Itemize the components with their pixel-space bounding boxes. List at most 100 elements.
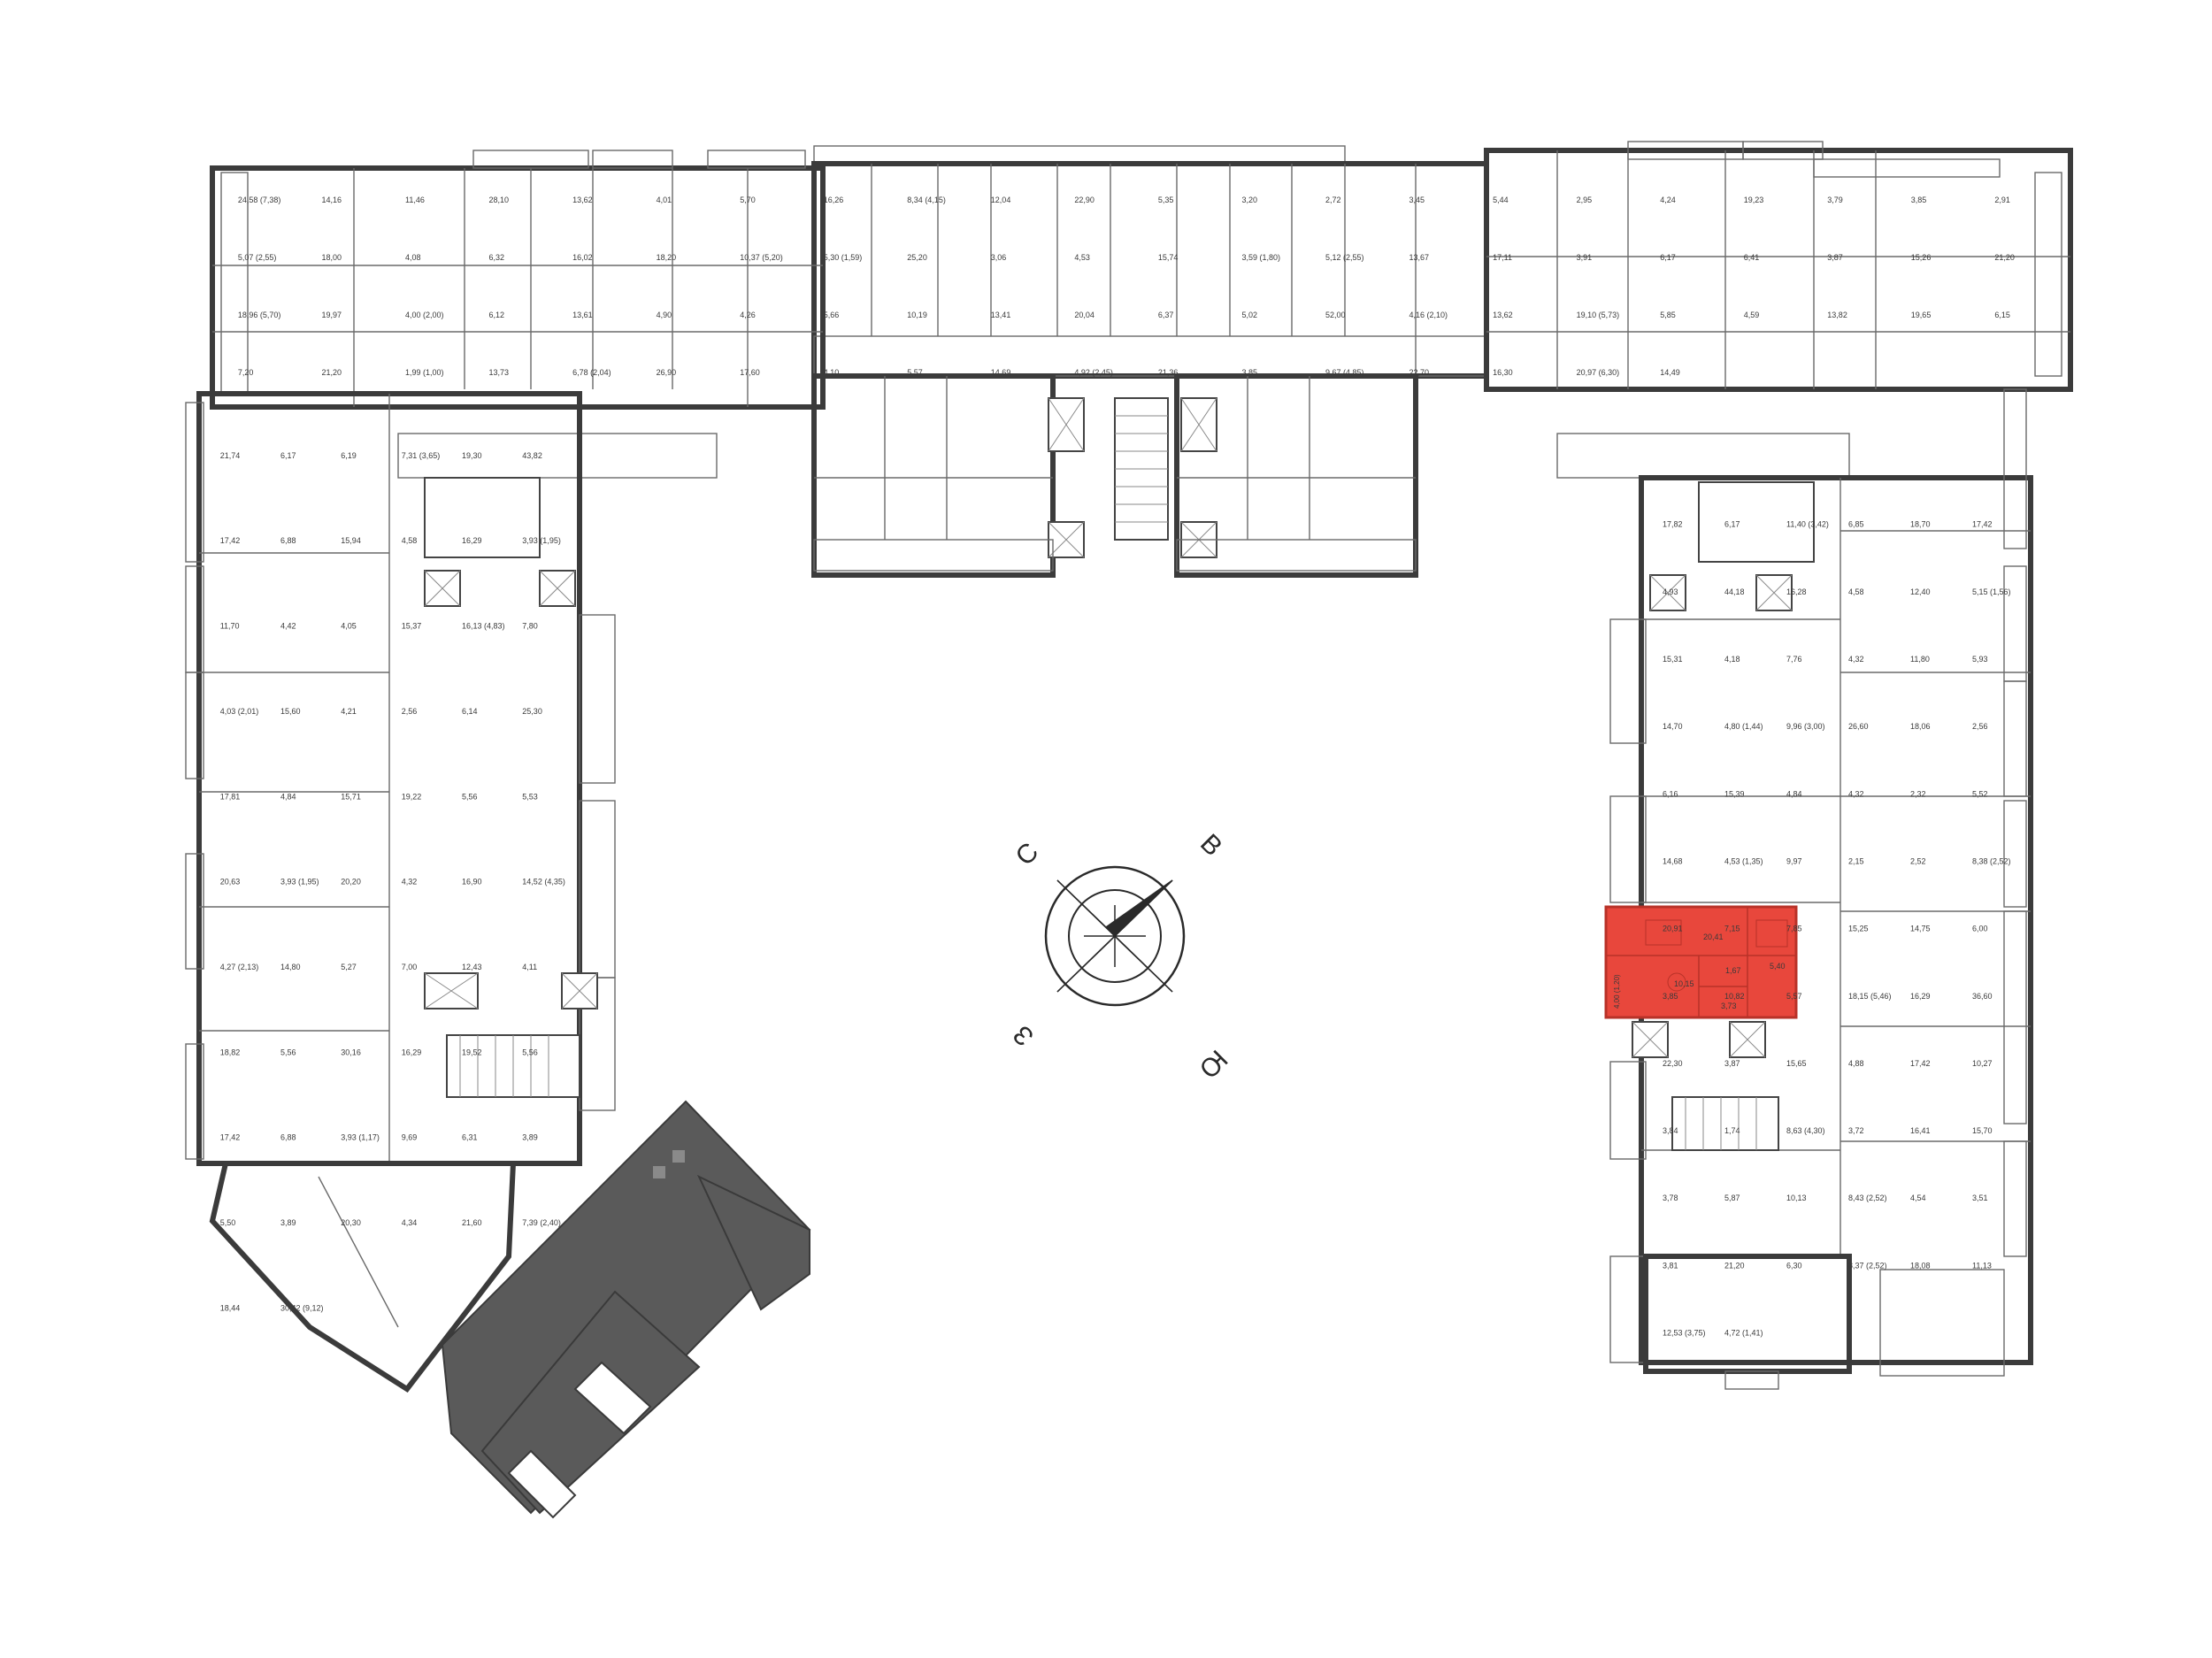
room-label-left-6: 17,42 <box>220 536 241 545</box>
room-label-left-34: 16,90 <box>462 878 482 887</box>
room-label-left-4: 19,30 <box>462 451 482 460</box>
room-label-right-42: 3,85 <box>1663 992 1678 1001</box>
room-label-top-18: 19,23 <box>1744 196 1764 204</box>
room-label-right-43: 10,82 <box>1724 992 1745 1001</box>
room-label-top-7: 16,26 <box>824 196 844 204</box>
room-label-left-18: 4,03 (2,01) <box>220 707 259 716</box>
room-label-top-68: 1,99 (1,00) <box>405 368 444 377</box>
room-label-left-58: 21,60 <box>462 1218 482 1227</box>
room-label-top-48: 13,61 <box>572 311 593 319</box>
room-label-top-41: 3,87 <box>1827 253 1843 262</box>
room-label-right-31: 4,53 (1,35) <box>1724 857 1763 866</box>
room-label-top-75: 14,69 <box>991 368 1011 377</box>
room-label-top-14: 3,45 <box>1409 196 1425 204</box>
room-label-right-67: 21,20 <box>1724 1261 1745 1270</box>
room-label-right-2: 11,40 (3,42) <box>1786 520 1829 529</box>
room-label-right-12: 15,31 <box>1663 655 1683 664</box>
room-label-left-51: 9,69 <box>402 1133 418 1142</box>
room-label-top-59: 13,62 <box>1493 311 1513 319</box>
room-label-top-0: 24,58 (7,38) <box>238 196 281 204</box>
room-label-top-82: 20,97 (6,30) <box>1577 368 1620 377</box>
room-label-top-54: 20,04 <box>1074 311 1094 319</box>
room-label-top-61: 5,85 <box>1660 311 1676 319</box>
room-label-top-24: 4,08 <box>405 253 421 262</box>
room-label-right-16: 11,80 <box>1910 655 1930 664</box>
room-label-right-33: 2,15 <box>1848 857 1864 866</box>
room-label-top-50: 4,26 <box>740 311 756 319</box>
room-label-right-11: 5,15 (1,56) <box>1972 587 2011 596</box>
room-label-right-39: 15,25 <box>1848 925 1869 933</box>
room-label-top-78: 3,85 <box>1242 368 1258 377</box>
room-label-right-56: 8,63 (4,30) <box>1786 1126 1825 1135</box>
room-label-top-60: 19,10 (5,73) <box>1577 311 1620 319</box>
room-label-right-36: 20,91 <box>1663 925 1683 933</box>
room-label-left-44: 30,16 <box>341 1048 361 1056</box>
room-label-left-57: 4,34 <box>402 1218 418 1227</box>
room-label-right-22: 18,06 <box>1910 722 1931 731</box>
room-label-right-62: 10,13 <box>1786 1194 1807 1202</box>
compass-west: З <box>1008 1019 1040 1051</box>
room-label-top-53: 13,41 <box>991 311 1011 319</box>
highlighted-apartment[interactable]: 20,41 10,15 1,67 5,40 3,73 4,00 (1,20) <box>1604 905 1798 1019</box>
room-label-right-34: 2,52 <box>1910 857 1926 866</box>
highlight-label-4: 5,40 <box>1770 962 1786 971</box>
room-label-top-10: 22,90 <box>1074 196 1094 204</box>
room-label-left-13: 4,42 <box>280 622 296 631</box>
room-label-top-4: 13,62 <box>572 196 593 204</box>
room-label-top-51: 5,66 <box>824 311 840 319</box>
room-label-left-49: 6,88 <box>280 1133 296 1142</box>
room-label-right-8: 16,28 <box>1786 587 1807 596</box>
room-label-top-19: 3,79 <box>1827 196 1843 204</box>
room-label-left-30: 20,63 <box>220 878 241 887</box>
room-label-top-38: 3,91 <box>1577 253 1593 262</box>
room-label-left-27: 19,22 <box>402 792 422 801</box>
room-label-right-53: 10,27 <box>1972 1059 1993 1068</box>
room-label-right-52: 17,42 <box>1910 1059 1931 1068</box>
room-label-left-14: 4,05 <box>341 622 357 631</box>
room-label-top-52: 10,19 <box>907 311 927 319</box>
room-label-top-49: 4,90 <box>657 311 672 319</box>
room-label-top-1: 14,16 <box>322 196 342 204</box>
room-label-left-9: 4,58 <box>402 536 418 545</box>
room-label-top-67: 21,20 <box>322 368 342 377</box>
room-label-top-9: 12,04 <box>991 196 1011 204</box>
room-label-right-73: 4,72 (1,41) <box>1724 1329 1763 1338</box>
compass: С В Ю З <box>1008 829 1233 1084</box>
room-label-right-7: 44,18 <box>1724 587 1745 596</box>
room-label-left-28: 5,56 <box>462 792 478 801</box>
room-label-right-19: 4,80 (1,44) <box>1724 722 1763 731</box>
room-label-left-60: 18,44 <box>220 1304 241 1313</box>
room-label-left-47: 5,56 <box>522 1048 538 1056</box>
room-label-top-58: 4,16 (2,10) <box>1409 311 1448 319</box>
highlight-label-3: 1,67 <box>1725 966 1741 975</box>
room-label-top-44: 18,96 (5,70) <box>238 311 281 319</box>
room-label-right-38: 7,85 <box>1786 925 1802 933</box>
room-label-left-45: 16,29 <box>402 1048 422 1056</box>
room-label-top-36: 13,67 <box>1409 253 1430 262</box>
right-wing <box>1609 388 2033 1390</box>
room-label-right-14: 7,76 <box>1786 655 1802 664</box>
room-label-right-44: 5,57 <box>1786 992 1802 1001</box>
room-label-top-74: 5,57 <box>907 368 923 377</box>
room-label-top-77: 21,36 <box>1158 368 1179 377</box>
room-label-top-25: 6,32 <box>489 253 505 262</box>
room-label-right-40: 14,75 <box>1910 925 1931 933</box>
room-label-left-32: 20,20 <box>341 878 361 887</box>
room-label-left-31: 3,93 (1,95) <box>280 878 319 887</box>
room-label-right-24: 6,16 <box>1663 789 1678 798</box>
room-label-top-55: 6,37 <box>1158 311 1174 319</box>
room-label-left-21: 2,56 <box>402 707 418 716</box>
room-label-right-13: 4,18 <box>1724 655 1740 664</box>
room-label-left-1: 6,17 <box>280 451 296 460</box>
room-label-left-20: 4,21 <box>341 707 357 716</box>
room-label-top-45: 19,97 <box>322 311 342 319</box>
room-label-right-66: 3,81 <box>1663 1261 1678 1270</box>
room-label-left-19: 15,60 <box>280 707 301 716</box>
room-label-top-22: 5,07 (2,55) <box>238 253 277 262</box>
room-label-top-21: 2,91 <box>1994 196 2010 204</box>
room-label-left-8: 15,94 <box>341 536 361 545</box>
room-label-top-39: 6,17 <box>1660 253 1676 262</box>
room-label-right-25: 15,39 <box>1724 789 1745 798</box>
